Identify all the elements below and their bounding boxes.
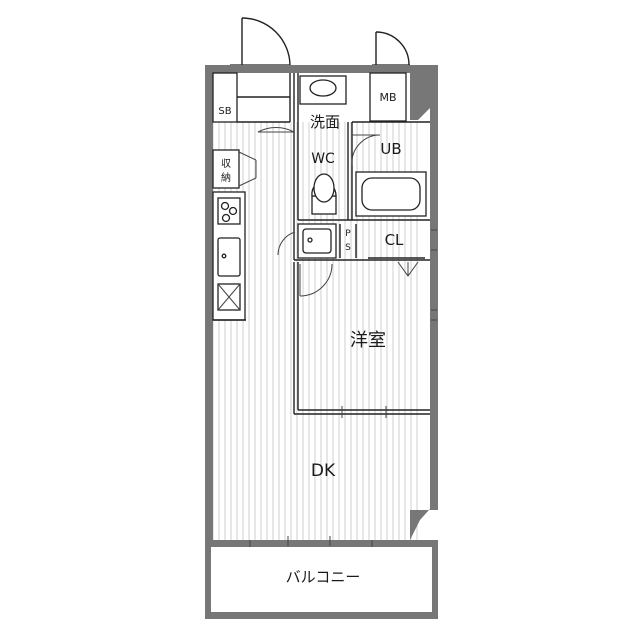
interior-walls [212, 72, 430, 418]
mb-door [375, 31, 410, 66]
western-room-floor [296, 262, 421, 412]
ps-label-char-2: S [345, 243, 351, 253]
storage-closet [212, 149, 257, 189]
sb-label: SB [218, 106, 231, 117]
balcony-label: バルコニー [286, 568, 361, 586]
dk-label: DK [311, 461, 336, 481]
outer-walls [205, 64, 438, 619]
entrance-door [241, 17, 291, 66]
washroom-label: 洗面 [310, 113, 340, 131]
storage-label-char-2: 納 [221, 171, 231, 184]
cl-label: CL [385, 231, 404, 249]
window-marks [249, 229, 437, 547]
ub-label: UB [380, 140, 401, 158]
mb-label: MB [379, 91, 396, 104]
wash-basin-icon [299, 75, 347, 105]
storage-label-char-1: 収 [221, 158, 231, 170]
wc-label: WC [311, 151, 335, 167]
western-room-label: 洋室 [350, 330, 386, 351]
kitchen-counter [212, 191, 246, 321]
ps-label-char-1: P [345, 229, 351, 239]
toilet-icon [311, 173, 337, 215]
door-swings [257, 126, 425, 297]
bathtub-icon [355, 171, 427, 217]
laundry-sink-icon [297, 223, 337, 259]
